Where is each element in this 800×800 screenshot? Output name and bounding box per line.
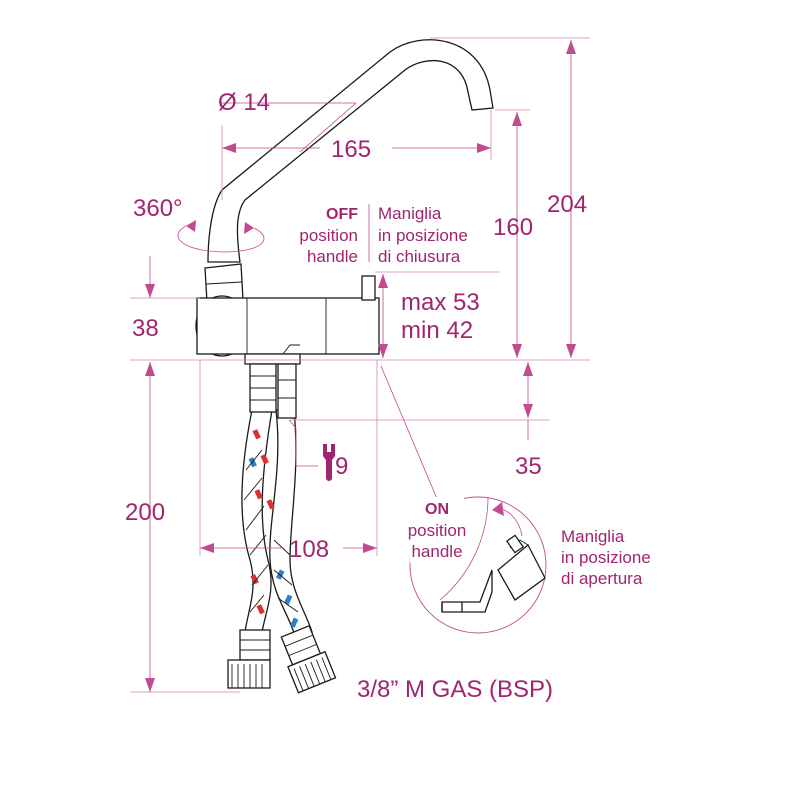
- on-it-line2: in posizione: [561, 548, 651, 567]
- off-line2: handle: [307, 247, 358, 266]
- wrench-size-label: 9: [335, 453, 348, 480]
- flexible-hoses: [227, 363, 337, 694]
- handle-lever-off: [361, 275, 376, 301]
- fixing-depth-label: 35: [515, 453, 542, 480]
- on-it-line3: di apertura: [561, 569, 643, 588]
- body-height-label: 38: [132, 315, 159, 342]
- off-title: OFF: [326, 206, 358, 223]
- detail-circle: [409, 496, 547, 634]
- dimension-labels: Ø 14 165 360° 204 160 38 max 53 min 42 3…: [125, 89, 587, 563]
- on-line1: position: [408, 521, 467, 540]
- on-position-labels: ON position handle Maniglia in posizione…: [408, 501, 651, 588]
- dimension-lines: [145, 40, 576, 692]
- total-height-label: 204: [547, 191, 587, 218]
- off-line1: position: [299, 226, 358, 245]
- faucet-outline: [195, 39, 494, 365]
- off-it-line2: in posizione: [378, 226, 468, 245]
- off-it-line1: Maniglia: [378, 204, 442, 223]
- off-it-line3: di chiusura: [378, 247, 461, 266]
- spout-diameter-label: Ø 14: [218, 89, 270, 116]
- thickness-min-label: min 42: [401, 317, 473, 344]
- mixer-body: [196, 297, 380, 355]
- body-width-label: 108: [289, 536, 329, 563]
- on-line2: handle: [411, 542, 462, 561]
- off-position-labels: OFF position handle Maniglia in posizion…: [299, 204, 467, 266]
- extension-lines: [130, 37, 590, 693]
- spout-height-label: 160: [493, 214, 533, 241]
- connection-thread-label: 3/8” M GAS (BSP): [357, 676, 553, 703]
- spout: [207, 39, 494, 263]
- rotation-label: 360°: [133, 195, 183, 222]
- hose-length-label: 200: [125, 499, 165, 526]
- spout-reach-label: 165: [331, 136, 371, 163]
- hose-right: [269, 409, 313, 637]
- hose-left: [241, 409, 273, 633]
- on-it-line1: Maniglia: [561, 527, 625, 546]
- on-title: ON: [425, 501, 449, 518]
- wrench-icon: [323, 444, 335, 481]
- on-position-detail: [409, 496, 547, 634]
- rotation-arrow-icon: [177, 220, 265, 253]
- thickness-max-label: max 53: [401, 289, 480, 316]
